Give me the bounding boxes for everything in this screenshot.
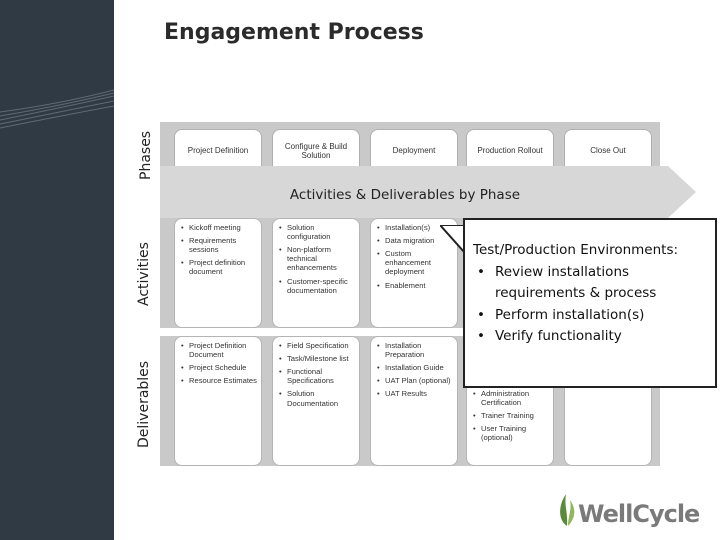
- list-item: Installation(s): [377, 223, 453, 232]
- row-label-deliverables: Deliverables: [136, 360, 152, 448]
- callout-item: Verify functionality: [473, 326, 707, 348]
- list-item: User Training (optional): [473, 424, 549, 442]
- list-item: Installation Preparation: [377, 341, 453, 359]
- activities-card-1: Kickoff meeting Requirements sessions Pr…: [174, 218, 262, 328]
- list-item: Custom enhancement deployment: [377, 249, 453, 276]
- logo-wordmark: WellCycle: [578, 500, 700, 528]
- arrow-label: Activities & Deliverables by Phase: [289, 187, 521, 203]
- wellcycle-logo: WellCycle: [556, 490, 700, 528]
- list-item: Non-platform technical enhancements: [279, 245, 355, 272]
- list-item: Project Definition Document: [181, 341, 257, 359]
- activities-card-3: Installation(s) Data migration Custom en…: [370, 218, 458, 328]
- list-item: Field Specification: [279, 341, 355, 350]
- list-item: Trainer Training: [473, 411, 549, 420]
- callout-box: Test/Production Environments: Review ins…: [463, 218, 717, 388]
- list-item: Requirements sessions: [181, 236, 257, 254]
- list-item: Enablement: [377, 281, 453, 290]
- list-item: UAT Results: [377, 389, 453, 398]
- row-label-phases: Phases: [138, 130, 154, 180]
- list-item: Administration Certification: [473, 389, 549, 407]
- list-item: Resource Estimates: [181, 376, 257, 385]
- callout-item: Perform installation(s): [473, 305, 707, 327]
- list-item: Project definition document: [181, 258, 257, 276]
- deliverables-card-3: Installation Preparation Installation Gu…: [370, 336, 458, 466]
- deliverables-card-1: Project Definition Document Project Sche…: [174, 336, 262, 466]
- list-item: Solution configuration: [279, 223, 355, 241]
- list-item: Kickoff meeting: [181, 223, 257, 232]
- list-item: Project Schedule: [181, 363, 257, 372]
- decorative-sidebar: [0, 0, 114, 540]
- leaf-icon: [560, 494, 575, 526]
- page-title: Engagement Process: [164, 20, 424, 45]
- phase-box-close-out: Close Out: [564, 129, 652, 173]
- list-item: Solution Documentation: [279, 389, 355, 407]
- phase-box-production-rollout: Production Rollout: [466, 129, 554, 173]
- list-item: Functional Specifications: [279, 367, 355, 385]
- list-item: UAT Plan (optional): [377, 376, 453, 385]
- activities-card-2: Solution configuration Non-platform tech…: [272, 218, 360, 328]
- list-item: Data migration: [377, 236, 453, 245]
- callout-heading: Test/Production Environments:: [473, 242, 679, 258]
- list-item: Installation Guide: [377, 363, 453, 372]
- deliverables-card-2: Field Specification Task/Milestone list …: [272, 336, 360, 466]
- sidebar-lines-graphic: [0, 89, 114, 129]
- list-item: Customer-specific documentation: [279, 277, 355, 295]
- phase-box-project-definition: Project Definition: [174, 129, 262, 173]
- callout-item: Review installations requirements & proc…: [473, 262, 707, 305]
- phase-arrow: [160, 166, 700, 223]
- list-item: Task/Milestone list: [279, 354, 355, 363]
- row-label-activities: Activities: [136, 242, 152, 306]
- phase-box-configure-build: Configure & Build Solution: [272, 129, 360, 173]
